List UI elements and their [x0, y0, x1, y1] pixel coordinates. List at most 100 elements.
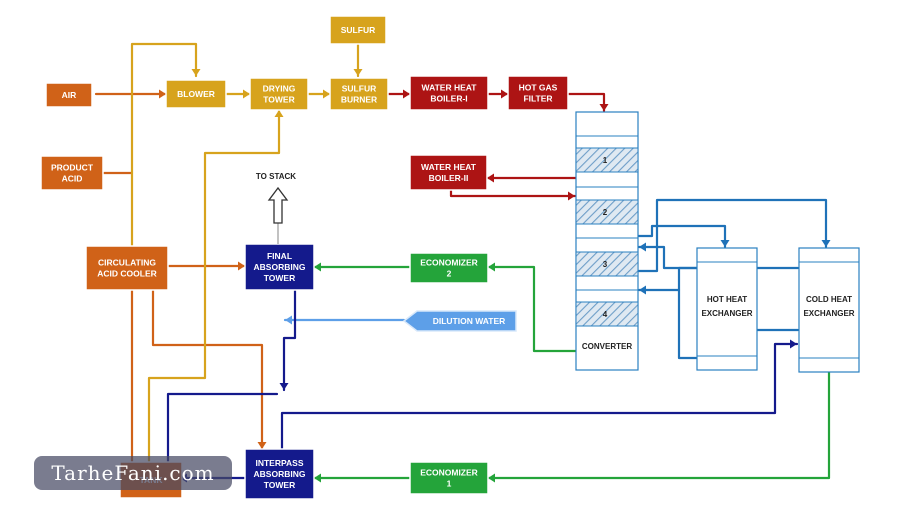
converter-stage-3-label: 3 — [603, 260, 608, 269]
stack-arrow-icon — [267, 186, 289, 224]
cold-heat-exchanger[interactable]: COLD HEAT EXCHANGER — [798, 247, 860, 373]
drying-tower-to-burner-arrowhead — [323, 89, 330, 99]
cold-heat-exchanger-label-1: COLD HEAT — [806, 295, 852, 304]
economizer1-box[interactable] — [409, 461, 489, 495]
air-to-blower-arrowhead — [159, 89, 166, 99]
whb2-to-converter-arrowhead — [568, 191, 575, 201]
sulfur-burner-label-1: SULFUR — [342, 84, 376, 94]
product-acid-box[interactable] — [40, 155, 104, 191]
converter-to-cold-exchanger-arrowhead — [821, 240, 831, 247]
blower-label-1: BLOWER — [177, 89, 215, 99]
interpass-absorbing-tower-label-1: INTERPASS — [255, 458, 303, 468]
sulfur-to-burner-arrowhead — [353, 69, 363, 76]
to-stack-label: TO STACK — [256, 172, 296, 181]
converter-stage-2-label: 2 — [603, 208, 608, 217]
air-node[interactable]: AIR — [45, 82, 93, 108]
whb2-box[interactable] — [409, 154, 488, 191]
dilution-water-inlet[interactable]: DILUTION WATER — [402, 310, 517, 332]
sulfur-burner-box[interactable] — [329, 77, 389, 111]
circulating-acid-cooler-box[interactable] — [85, 245, 169, 291]
watermark: TarheFani.com — [34, 456, 232, 490]
interpass-absorbing-tower-label-2: ABSORBING — [254, 469, 306, 479]
whb2-label-1: WATER HEAT — [421, 162, 477, 172]
whb1-to-hot-gas-filter-arrowhead — [501, 89, 508, 99]
drying-tower-box[interactable] — [249, 77, 309, 111]
economizer2-to-final-tower-arrowhead — [314, 262, 321, 272]
final-tower-to-tank-arrowhead — [279, 383, 289, 390]
drying-tower-label-2: TOWER — [263, 95, 294, 105]
sulfur-box[interactable] — [329, 15, 387, 45]
cold-heat-exchanger-vessel[interactable] — [798, 247, 860, 373]
hot-heat-exchanger-vessel[interactable] — [696, 247, 758, 371]
interpass-to-cold-exchanger — [280, 342, 799, 451]
cooler-to-interpass-tower — [151, 288, 264, 451]
sulfur-node[interactable]: SULFUR — [329, 15, 387, 45]
whb1-box[interactable] — [409, 75, 489, 111]
converter-bed-2 — [575, 199, 639, 225]
hot-gas-filter-label-2: FILTER — [523, 94, 552, 104]
cooler-to-blower-acid-arrowhead — [191, 69, 201, 76]
tank-feed-line — [166, 392, 279, 464]
converter-to-whb2-arrowhead — [487, 173, 494, 183]
whb2-to-converter — [449, 188, 577, 198]
hot-gas-filter-box[interactable] — [507, 75, 569, 111]
blower-node[interactable]: BLOWER — [165, 79, 227, 109]
converter-to-economizer2 — [486, 265, 578, 353]
cooler-to-final-tower-arrowhead — [238, 261, 245, 271]
circulating-acid-cooler-label-2: ACID COOLER — [97, 269, 157, 279]
converter[interactable]: 1 2 3 4 CONVERTER — [575, 111, 639, 371]
circulating-acid-cooler-label-1: CIRCULATING — [98, 258, 156, 268]
sulfur-label-1: SULFUR — [341, 25, 375, 35]
final-absorbing-tower-label-2: ABSORBING — [254, 262, 306, 272]
economizer2-label-2: 2 — [447, 269, 452, 279]
hot-heat-exchanger-label-2: EXCHANGER — [701, 309, 752, 318]
tank-to-drying-tower-acid — [147, 108, 281, 464]
converter-bed-1 — [575, 147, 639, 173]
whb2-label-2: BOILER-II — [429, 173, 469, 183]
air-box[interactable] — [45, 82, 93, 108]
interpass-to-cold-exchanger-arrowhead — [790, 339, 797, 349]
converter-label: CONVERTER — [582, 342, 632, 351]
cooler-to-interpass-tower-arrowhead — [257, 442, 267, 449]
economizer1-label-2: 1 — [447, 479, 452, 489]
economizer1-to-interpass-tower-arrowhead — [314, 473, 321, 483]
converter-bed-3 — [575, 251, 639, 277]
cold-exchanger-to-converter-arrowhead — [639, 242, 646, 252]
converter-bed-4 — [575, 301, 639, 327]
hot-heat-exchanger[interactable]: HOT HEAT EXCHANGER — [696, 247, 758, 371]
hot-exchanger-to-converter-arrowhead — [639, 285, 646, 295]
filter-to-converter — [566, 92, 606, 113]
converter-stage-4-label: 4 — [603, 310, 608, 319]
interpass-absorbing-tower-label-3: TOWER — [264, 480, 295, 490]
cold-heat-exchanger-label-2: EXCHANGER — [803, 309, 854, 318]
flow-lines — [94, 42, 831, 480]
converter-to-economizer2-arrowhead — [488, 262, 495, 272]
air-label-1: AIR — [62, 90, 77, 100]
watermark-text: TarheFani.com — [51, 461, 215, 485]
hot-heat-exchanger-label-1: HOT HEAT — [707, 295, 747, 304]
final-absorbing-tower-box[interactable] — [244, 243, 315, 291]
dilution-water-arrow-icon[interactable] — [402, 310, 517, 332]
filter-to-converter-arrowhead — [599, 104, 609, 111]
product-acid-label-2: ACID — [62, 174, 83, 184]
interpass-absorbing-tower-box[interactable] — [244, 448, 315, 500]
converter-to-hot-exchanger-arrowhead — [720, 240, 730, 247]
product-acid-label-1: PRODUCT — [51, 163, 94, 173]
economizer2-box[interactable] — [409, 252, 489, 284]
dilution-water-label: DILUTION WATER — [433, 316, 506, 326]
blower-box[interactable] — [165, 79, 227, 109]
cold-exchanger-to-economizer1 — [486, 370, 831, 480]
